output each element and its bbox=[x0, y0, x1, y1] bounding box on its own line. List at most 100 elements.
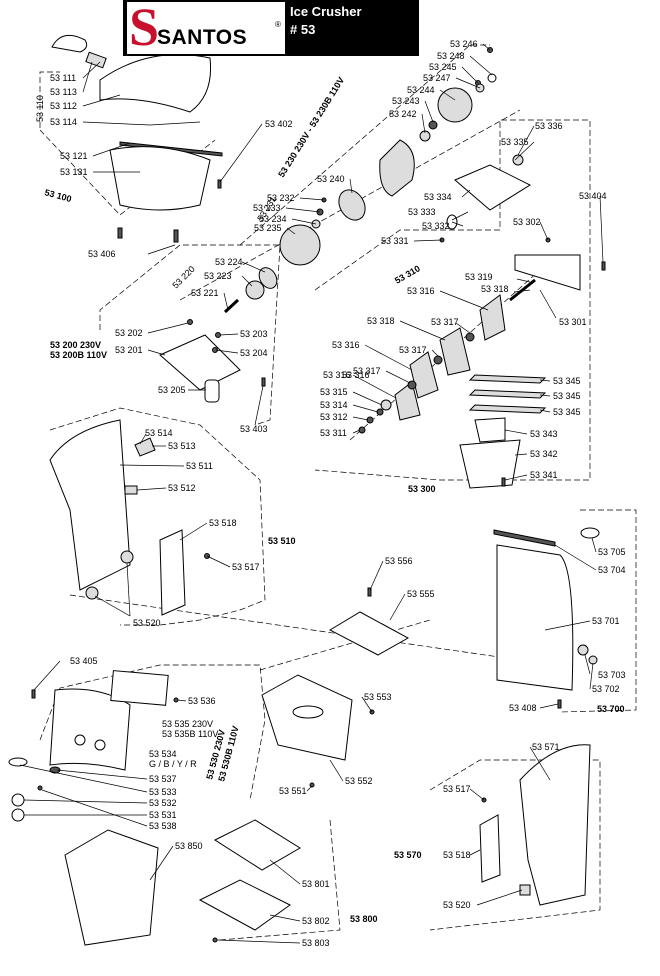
axis-bottom bbox=[69, 594, 521, 661]
part-53803-pin bbox=[212, 937, 218, 943]
part-53240-rotor bbox=[338, 189, 366, 221]
label-53531: 53 531 bbox=[149, 810, 177, 820]
label-53551: 53 551 bbox=[279, 786, 307, 796]
label-53202: 53 202 bbox=[115, 328, 143, 338]
boundary-53200 bbox=[99, 244, 281, 426]
boundary-53230 bbox=[239, 44, 490, 246]
part-53532-button bbox=[11, 793, 25, 807]
part-53534-button-b bbox=[94, 739, 106, 751]
label-53224: 53 224 bbox=[215, 257, 243, 267]
label-53514: 53 514 bbox=[145, 428, 173, 438]
label-53243: 53 243 bbox=[392, 96, 420, 106]
axis-bottom-2 bbox=[259, 619, 431, 671]
label-53518a: 53 518 bbox=[209, 518, 237, 528]
label-53537: 53 537 bbox=[149, 774, 177, 784]
label-53556: 53 556 bbox=[385, 556, 413, 566]
label-53571: 53 571 bbox=[532, 742, 560, 752]
label-53316a: 53 316 bbox=[407, 286, 435, 296]
label-53316b: 53 316 bbox=[332, 340, 360, 350]
label-53110: 53 110 bbox=[35, 95, 45, 122]
group-53535: 53 535 230V bbox=[162, 719, 213, 729]
label-53704: 53 704 bbox=[598, 565, 626, 575]
part-53112-lid bbox=[99, 53, 212, 113]
label-53317a: 53 317 bbox=[431, 317, 459, 327]
registered-mark: ® bbox=[275, 20, 281, 29]
label-53345b: 53 345 bbox=[553, 391, 581, 401]
part-53405-screw bbox=[31, 689, 36, 699]
part-53552-hole bbox=[292, 705, 324, 719]
label-53405: 53 405 bbox=[70, 656, 98, 666]
part-53111-cap bbox=[51, 34, 88, 53]
part-53850-bin bbox=[64, 829, 159, 946]
header-bar: S SANTOS ® Ice Crusher # 53 bbox=[123, 0, 419, 57]
part-53317-spacer-1 bbox=[465, 332, 475, 342]
label-53517a: 53 517 bbox=[232, 562, 260, 572]
label-53247: 53 247 bbox=[423, 73, 451, 83]
label-53345c: 53 345 bbox=[553, 407, 581, 417]
part-53520-foot-c bbox=[519, 884, 531, 896]
part-53518-plate-b bbox=[479, 814, 501, 883]
label-53705: 53 705 bbox=[598, 547, 626, 557]
boundary-53100-lower bbox=[39, 129, 216, 216]
label-53314: 53 314 bbox=[320, 400, 348, 410]
label-53345a: 53 345 bbox=[553, 376, 581, 386]
part-53201-bracket bbox=[159, 334, 241, 391]
boundary-53300 bbox=[314, 119, 591, 481]
leader-lines bbox=[19, 43, 604, 944]
label-53312: 53 312 bbox=[320, 412, 348, 422]
label-53233: 53 233 bbox=[253, 203, 281, 213]
label-53318: 53 318 bbox=[481, 284, 509, 294]
group-53300: 53 300 bbox=[408, 484, 436, 494]
label-53234: 53 234 bbox=[259, 214, 287, 224]
label-53232: 53 232 bbox=[267, 193, 295, 203]
part-53531-button bbox=[11, 808, 25, 822]
boundary-53800 bbox=[219, 819, 341, 941]
label-53520a: 53 520 bbox=[133, 618, 161, 628]
part-53317-spacer-2 bbox=[433, 355, 443, 365]
part-53244-flange bbox=[437, 87, 473, 123]
part-53551-screw bbox=[309, 782, 315, 788]
label-53518b: 53 518 bbox=[443, 850, 471, 860]
part-53202-screw bbox=[187, 319, 193, 325]
part-53518-plate bbox=[159, 529, 186, 616]
label-53331: 53 331 bbox=[381, 236, 409, 246]
group-53534-colors: G / B / Y / R bbox=[149, 759, 197, 769]
label-53112: 53 112 bbox=[50, 101, 77, 111]
part-53114-rod bbox=[149, 121, 201, 126]
part-53316-blade-1 bbox=[479, 294, 506, 341]
label-53343: 53 343 bbox=[530, 429, 558, 439]
part-53113-latch bbox=[85, 51, 107, 69]
label-53317c: 53 317 bbox=[353, 366, 381, 376]
label-53336: 53 336 bbox=[535, 121, 563, 131]
part-53705-grommet bbox=[580, 527, 600, 539]
part-53131-hopper bbox=[109, 146, 211, 211]
part-53341-screw bbox=[501, 477, 506, 487]
group-53220: 53 220 bbox=[170, 264, 197, 291]
label-53315: 53 315 bbox=[320, 387, 348, 397]
label-53302: 53 302 bbox=[513, 217, 541, 227]
page-title: Ice Crusher bbox=[290, 4, 362, 19]
label-53553: 53 553 bbox=[364, 692, 392, 702]
part-53513-switch bbox=[134, 437, 156, 457]
part-53403-screw bbox=[261, 377, 266, 387]
part-53342-outlet bbox=[459, 439, 521, 489]
label-53408: 53 408 bbox=[509, 703, 537, 713]
label-53333: 53 333 bbox=[408, 207, 436, 217]
label-53511: 53 511 bbox=[186, 461, 213, 471]
label-53802: 53 802 bbox=[302, 916, 330, 926]
label-53403: 53 403 bbox=[240, 424, 268, 434]
part-53243-ring bbox=[428, 120, 438, 130]
label-53702: 53 702 bbox=[592, 684, 620, 694]
label-53131: 53 131 bbox=[60, 167, 88, 177]
part-53535-switch-plate bbox=[110, 670, 169, 706]
part-53316-blade-2 bbox=[439, 327, 471, 376]
model-number: # 53 bbox=[290, 22, 316, 37]
label-53536: 53 536 bbox=[188, 696, 216, 706]
group-53534: 53 534 bbox=[149, 749, 177, 759]
label-53113: 53 113 bbox=[50, 87, 77, 97]
part-53511-side-panel bbox=[49, 419, 131, 591]
part-53223-gear bbox=[245, 280, 265, 300]
label-53203: 53 203 bbox=[240, 329, 268, 339]
part-53248-washer bbox=[487, 73, 497, 83]
